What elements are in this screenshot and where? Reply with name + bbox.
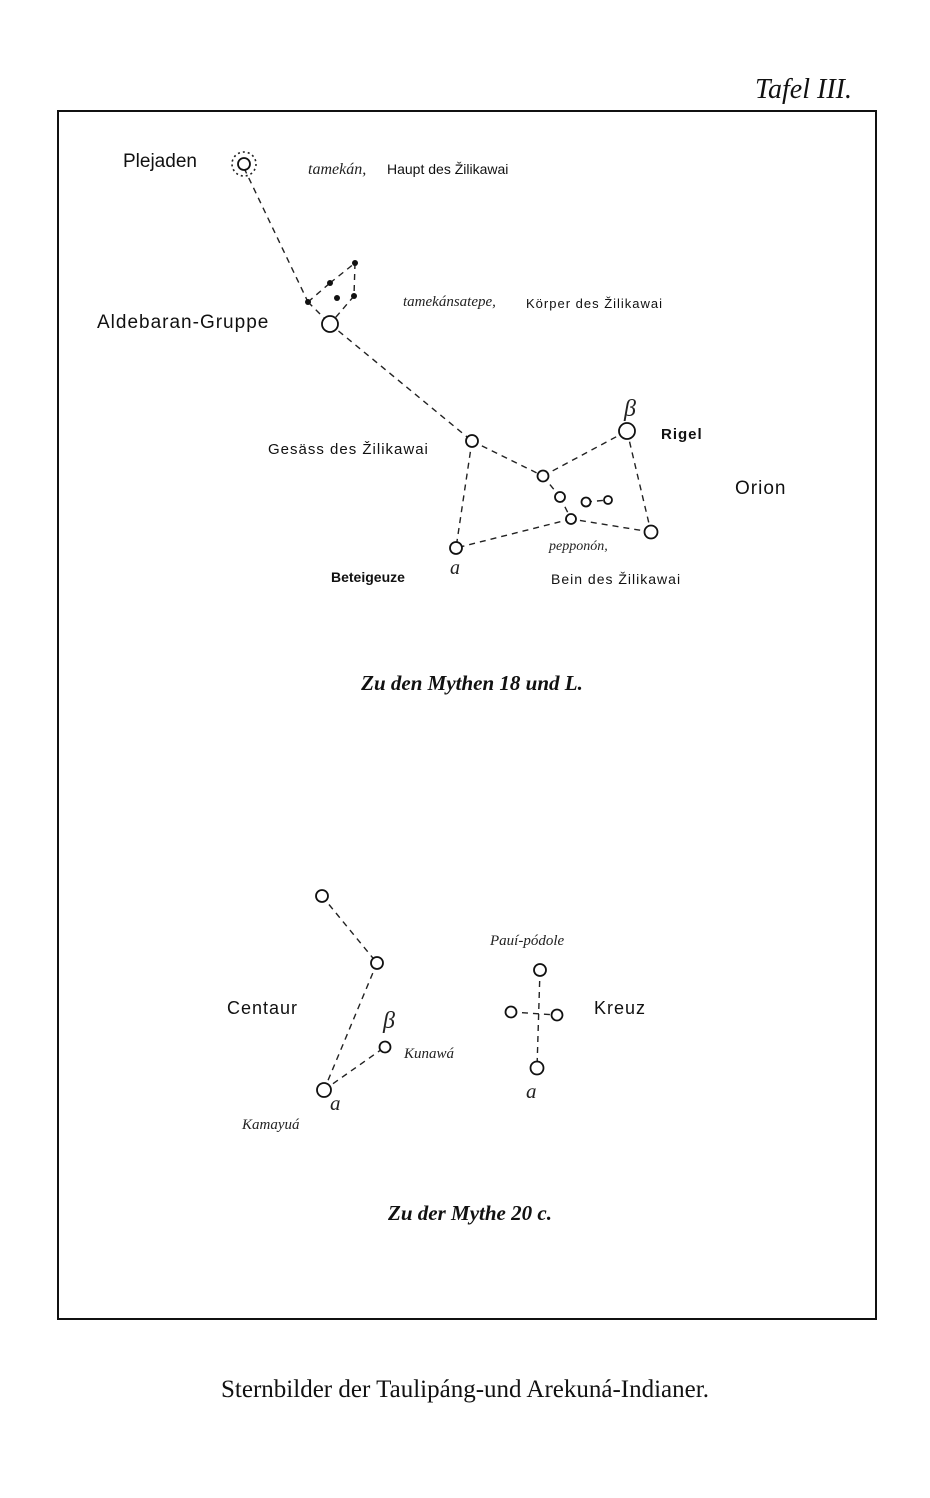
- centaur-beta-star: [378, 1040, 392, 1054]
- label-peponon-native: pepponón,: [548, 539, 608, 554]
- plate-label: Tafel III.: [755, 74, 852, 105]
- label-beteigeuze: Beteigeuze: [331, 569, 405, 585]
- gesass-star: [465, 434, 479, 448]
- line-hyades-1: [307, 282, 331, 303]
- plejaden-star: [237, 157, 251, 171]
- label-pauipodole: Pauí-pódole: [489, 933, 564, 949]
- line-gesass-beteigeuze: [455, 440, 473, 549]
- kreuz-star-right: [550, 1008, 564, 1022]
- label-rigel: Rigel: [661, 426, 703, 443]
- line-hyades-2: [329, 262, 356, 284]
- line-sword-beteigeuze: [455, 518, 572, 549]
- saiph-star: [643, 524, 659, 540]
- label-kamayua: Kamayuá: [241, 1117, 300, 1133]
- rigel-star: [618, 422, 636, 440]
- line-centaur-2: [323, 962, 378, 1091]
- label-kreuz: Kreuz: [594, 998, 646, 1018]
- sword-star-3: [580, 496, 592, 508]
- label-alpha-centaur: a: [330, 1091, 341, 1115]
- sword-star-2: [565, 513, 577, 525]
- line-rigel-saiph: [626, 430, 652, 533]
- plate-frame: [57, 110, 877, 1320]
- line-kreuz-horizontal: [510, 1011, 558, 1016]
- label-beta-centaur: β: [382, 1008, 395, 1034]
- constellation-lines-lower: [321, 895, 558, 1091]
- label-gesass: Gesäss des Žilikawai: [268, 441, 429, 458]
- stars-lower: [315, 889, 564, 1098]
- caption-lower: Zu der Mythe 20 c.: [387, 1201, 552, 1225]
- label-beta-orion: β: [623, 396, 636, 422]
- label-tamekansatepe-native: tamekánsatepe,: [403, 294, 496, 310]
- hyades-star-2: [327, 280, 333, 286]
- sword-star-1: [554, 491, 566, 503]
- line-plejaden-aldebaran: [243, 167, 309, 303]
- hyades-star-1: [305, 299, 311, 305]
- line-kreuz-vertical: [536, 969, 541, 1069]
- label-peponon-gloss: Bein des Žilikawai: [551, 571, 681, 587]
- centaur-alpha-star: [316, 1082, 332, 1098]
- line-gesass-belt: [471, 440, 544, 477]
- hyades-star-5: [334, 295, 340, 301]
- label-centaur: Centaur: [227, 998, 298, 1018]
- centaur-star-top: [315, 889, 329, 903]
- line-belt-rigel: [542, 430, 628, 477]
- label-tamekan-gloss: Haupt des Žilikawai: [387, 161, 508, 177]
- line-saiph-sword: [570, 518, 652, 533]
- line-aldebaran-gesass: [329, 323, 473, 442]
- centaur-star-mid: [370, 956, 384, 970]
- label-tamekansatepe-gloss: Körper des Žilikawai: [526, 296, 663, 311]
- plejaden-halo: [231, 151, 257, 177]
- caption-upper: Zu den Mythen 18 und L.: [360, 671, 583, 695]
- sword-star-4: [603, 495, 613, 505]
- aldebaran-star: [321, 315, 339, 333]
- constellation-lines-upper: [243, 167, 652, 549]
- belt-star: [536, 469, 550, 483]
- label-alpha-orion: a: [450, 557, 460, 579]
- line-hyades-3: [353, 262, 356, 297]
- beteigeuze-star: [449, 541, 463, 555]
- label-alpha-kreuz: a: [526, 1079, 537, 1103]
- kreuz-star-left: [504, 1005, 518, 1019]
- label-tamekan-native: tamekán,: [308, 161, 366, 178]
- labels-upper: Plejaden tamekán, Haupt des Žilikawai Al…: [97, 151, 786, 587]
- line-centaur-3: [323, 1046, 386, 1091]
- label-orion: Orion: [735, 478, 786, 499]
- hyades-star-3: [352, 260, 358, 266]
- kreuz-alpha-star: [529, 1060, 545, 1076]
- hyades-star-4: [351, 293, 357, 299]
- label-plejaden: Plejaden: [123, 151, 197, 172]
- line-centaur-1: [321, 895, 378, 964]
- stars-upper: [231, 151, 659, 555]
- label-kunawa: Kunawá: [403, 1046, 455, 1062]
- kreuz-star-top: [533, 963, 547, 977]
- plate-title: Sternbilder der Taulipáng-und Arekuná-In…: [221, 1376, 709, 1403]
- labels-lower: Centaur β Kunawá a Kamayuá Pauí-pódole K…: [227, 933, 646, 1133]
- label-aldebaran: Aldebaran-Gruppe: [97, 312, 269, 333]
